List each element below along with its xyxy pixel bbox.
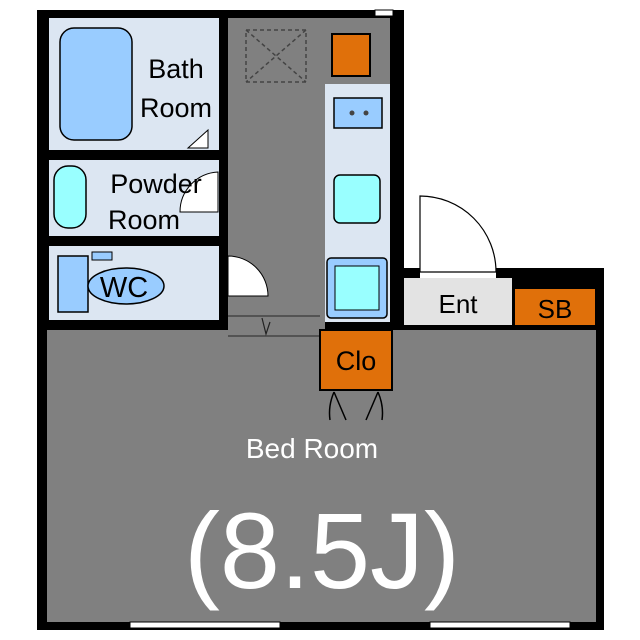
bath-door-icon bbox=[186, 128, 209, 149]
closet-door-left-icon-2 bbox=[333, 391, 347, 421]
toilet-tank-icon bbox=[57, 255, 89, 313]
window-bath-top bbox=[374, 9, 394, 17]
wall-kitchen-east bbox=[390, 18, 404, 330]
washer-pan-inner bbox=[334, 265, 380, 311]
toilet-bowl-icon bbox=[87, 267, 165, 305]
wall-wet-hall bbox=[219, 18, 228, 320]
bath-room-label-line1: Bath bbox=[148, 54, 204, 84]
closet-box bbox=[319, 329, 393, 391]
powder-room-label-line1: Powder bbox=[110, 169, 202, 199]
stove-burner-right bbox=[363, 110, 369, 116]
closet-door-left-icon bbox=[328, 391, 335, 421]
wall-wet-bed bbox=[47, 320, 228, 330]
window-east bbox=[598, 330, 604, 620]
powder-door-icon bbox=[179, 171, 219, 213]
closet-door-right-icon-2 bbox=[365, 391, 379, 421]
kitchen-storage-box bbox=[331, 33, 371, 77]
shoe-box-label: SB bbox=[538, 294, 573, 324]
wc-label: WC bbox=[100, 272, 148, 304]
bedroom-size-label: (8.5J) bbox=[184, 490, 460, 611]
entrance-wall-top bbox=[404, 268, 604, 278]
entrance-door-icon bbox=[419, 195, 497, 273]
bathtub-icon bbox=[59, 27, 133, 141]
entrance-door-gap bbox=[420, 268, 496, 278]
window-bedroom-south bbox=[129, 621, 281, 629]
bedroom-label: Bed Room bbox=[246, 433, 378, 464]
stove-icon bbox=[333, 97, 383, 129]
stove-burner-left bbox=[349, 110, 355, 116]
wall-bath-powder bbox=[49, 150, 219, 160]
wc-door-icon bbox=[227, 255, 269, 297]
washbasin-icon bbox=[53, 165, 87, 229]
entrance-floor bbox=[404, 278, 512, 326]
window-bedroom-south-2 bbox=[429, 621, 571, 629]
entrance-label: Ent bbox=[438, 289, 478, 319]
hallway-storage-x1 bbox=[245, 29, 307, 83]
hallway-storage bbox=[245, 29, 307, 83]
hallway-door-mark bbox=[261, 317, 271, 337]
toilet-lid-icon bbox=[91, 251, 113, 261]
bath-room-label-line2: Room bbox=[140, 93, 212, 123]
closet-door-right-icon bbox=[377, 391, 384, 421]
sink-icon bbox=[333, 174, 381, 224]
hallway-storage-x2 bbox=[245, 29, 307, 83]
wall-powder-wc bbox=[49, 236, 219, 246]
shoe-box bbox=[513, 287, 597, 327]
powder-room-label-line2: Room bbox=[108, 205, 180, 235]
closet-label: Clo bbox=[336, 346, 377, 376]
